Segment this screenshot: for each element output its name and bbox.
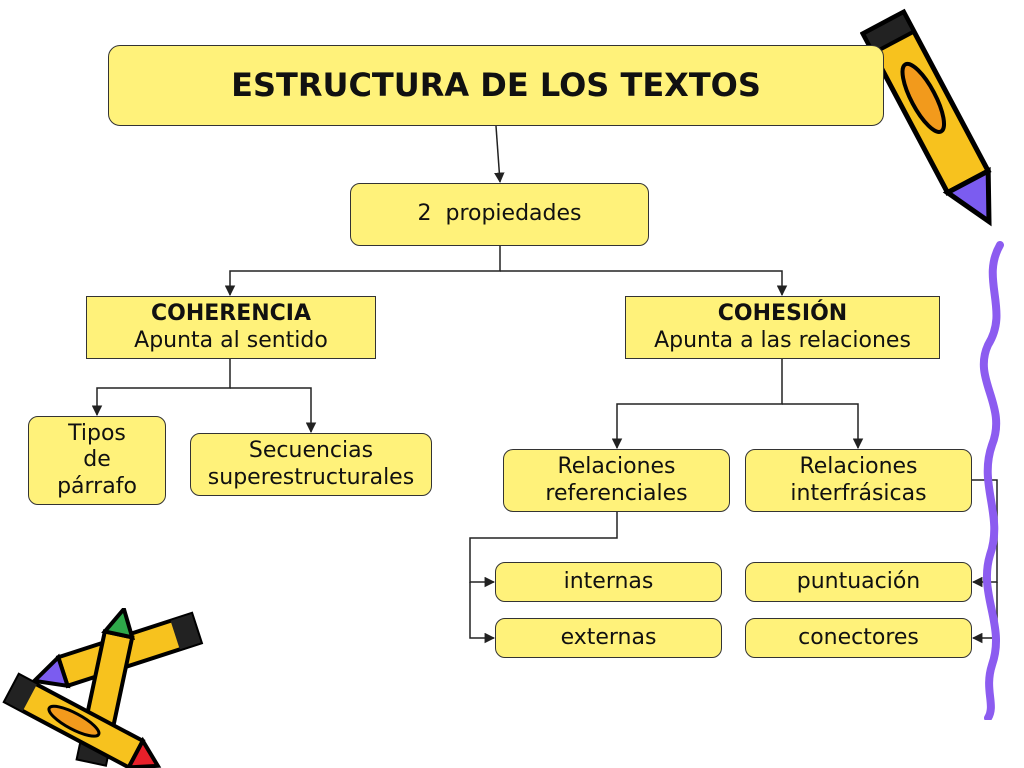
internas-node: internas [495,562,722,602]
squiggle-line-icon [979,241,1004,720]
pencil-icon [860,8,992,227]
cohesion-node: COHESIÓN Apunta a las relaciones [625,296,940,359]
connector-cohesion-referenciales [611,359,783,450]
relaciones-interfrasicas-text: Relaciones interfrásicas [790,454,927,506]
propiedades-text: 2 propiedades [417,201,582,227]
connector-cohesion-interfrasicas [782,403,864,450]
puntuacion-text: puntuación [796,568,921,594]
connector-coherencia-tipos [91,359,231,417]
title-node: ESTRUCTURA DE LOS TEXTOS [108,45,884,126]
conectores-node: conectores [745,618,972,658]
coherencia-node: COHERENCIA Apunta al sentido [86,296,376,359]
tipos-parrafo-node: Tipos de párrafo [28,416,166,505]
relaciones-referenciales-text: Relaciones referenciales [545,454,688,506]
connector-propiedades-cohesion [500,270,788,297]
connector-referenciales-internas [469,512,618,588]
tipos-parrafo-text: Tipos de párrafo [57,420,137,499]
cohesion-heading: COHESIÓN [717,301,848,327]
internas-text: internas [563,568,654,594]
title-text: ESTRUCTURA DE LOS TEXTOS [231,66,761,105]
crossed-pencils-icon [2,608,204,768]
conectores-text: conectores [798,624,919,650]
relaciones-referenciales-node: Relaciones referenciales [503,449,730,512]
connector-referenciales-externas [469,582,496,644]
secuencias-node: Secuencias superestructurales [190,433,432,496]
cohesion-subtitle: Apunta a las relaciones [654,327,911,353]
connector-title-propiedades [494,125,505,184]
propiedades-node: 2 propiedades [350,183,649,246]
relaciones-interfrasicas-node: Relaciones interfrásicas [745,449,972,512]
connector-propiedades-coherencia [224,246,501,297]
connector-coherencia-secuencias [230,387,317,434]
secuencias-text: Secuencias superestructurales [207,438,415,490]
coherencia-heading: COHERENCIA [150,301,312,327]
coherencia-subtitle: Apunta al sentido [134,327,328,353]
externas-text: externas [560,624,657,650]
puntuacion-node: puntuación [745,562,972,602]
externas-node: externas [495,618,722,658]
